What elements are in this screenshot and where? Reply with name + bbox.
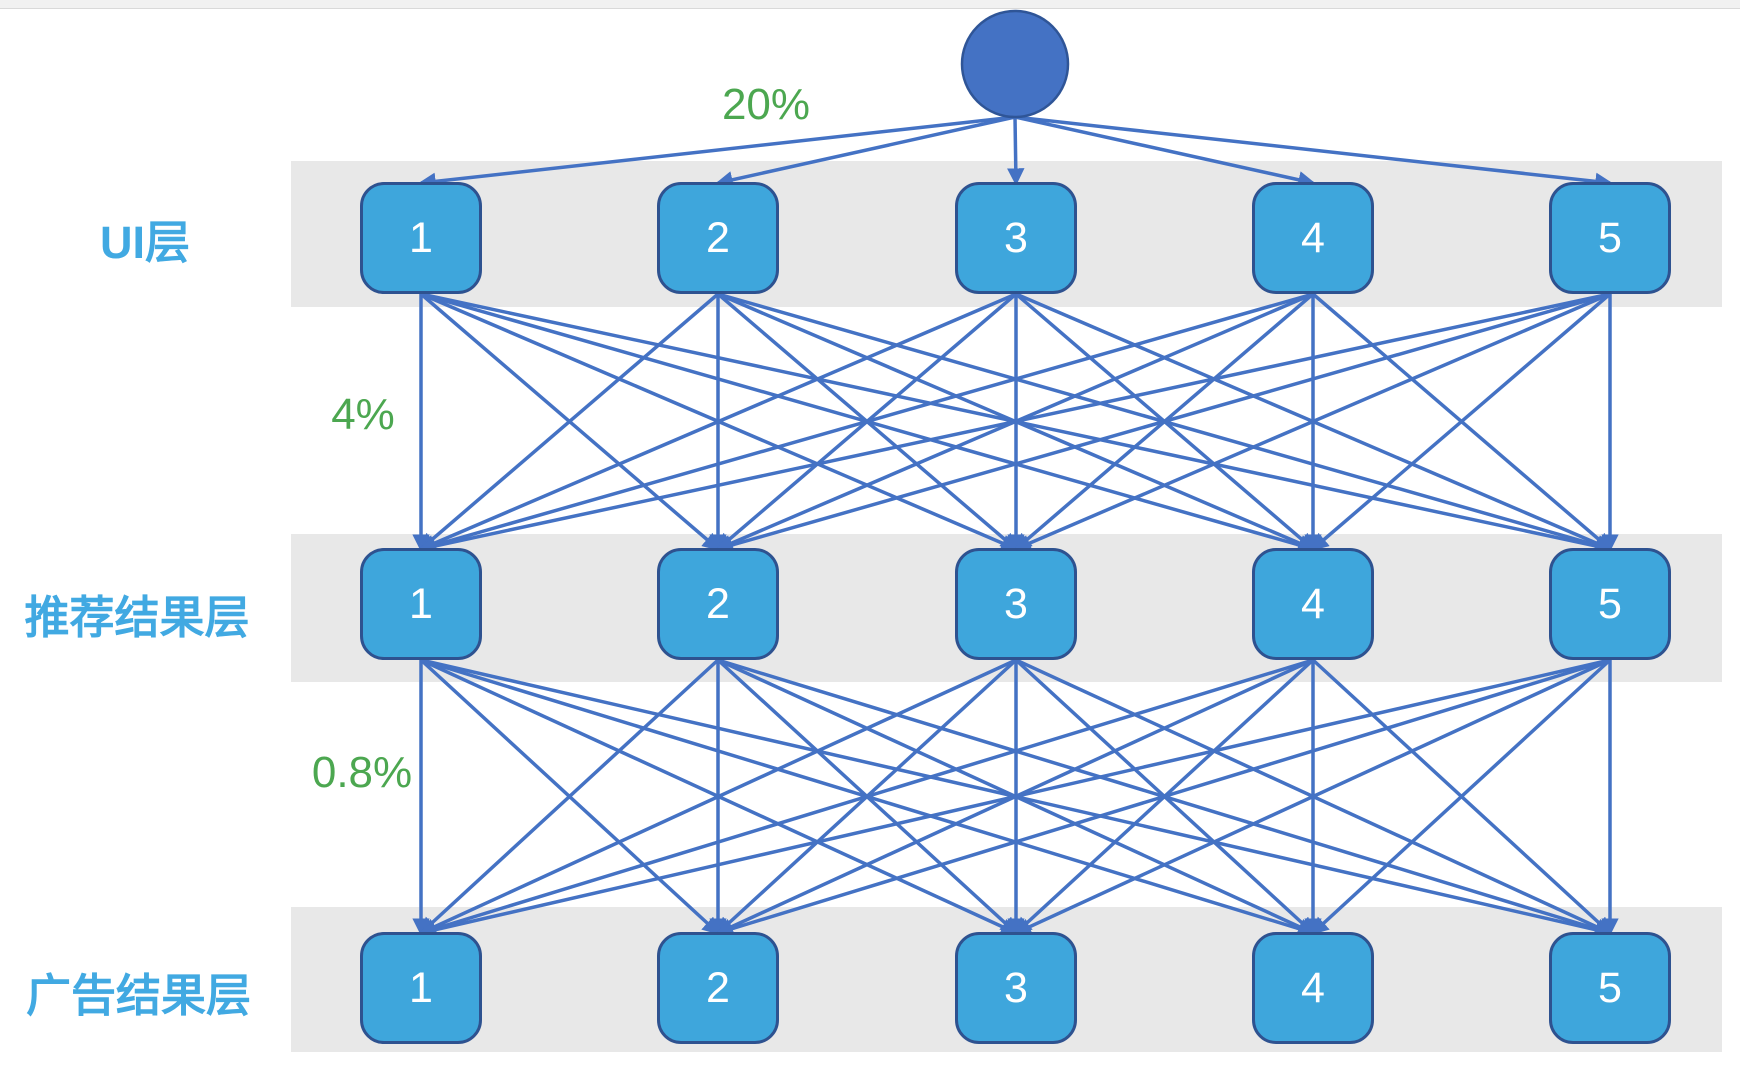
edge-line xyxy=(716,292,1019,551)
edge-line xyxy=(1310,658,1612,935)
edge-line xyxy=(1013,292,1315,551)
layer-label-ui: UI层 xyxy=(99,217,190,268)
edge-line xyxy=(715,658,1018,935)
edge-line xyxy=(1013,658,1611,935)
edge-line xyxy=(715,658,1611,938)
node-ui-3: 3 xyxy=(955,182,1077,294)
layer-label-ad: 广告结果层 xyxy=(26,970,252,1021)
edge-line xyxy=(1310,292,1612,551)
edge-line xyxy=(420,658,1316,938)
edge-line xyxy=(715,658,1314,935)
edge-line xyxy=(419,292,721,551)
node-ui-2: 2 xyxy=(657,182,779,294)
edge-line xyxy=(1013,292,1611,552)
edge-line xyxy=(418,658,720,935)
edge-line xyxy=(420,658,1019,935)
edge-line xyxy=(420,292,1316,554)
node-ad-4: 4 xyxy=(1252,932,1374,1044)
edge-line xyxy=(418,292,720,551)
edge-line xyxy=(1013,658,1315,935)
node-recommend-5: 5 xyxy=(1549,548,1671,660)
edge-line xyxy=(418,658,1017,935)
node-ui-1: 1 xyxy=(360,182,482,294)
edge-line xyxy=(717,292,1316,552)
edge-line xyxy=(420,292,1613,555)
edge-line xyxy=(418,292,1017,552)
edge-line xyxy=(715,292,1314,552)
edge-line xyxy=(418,292,1314,554)
node-recommend-4: 4 xyxy=(1252,548,1374,660)
node-ui-4: 4 xyxy=(1252,182,1374,294)
window-top-strip xyxy=(0,0,1740,9)
edge-line xyxy=(717,658,1316,935)
root-source-node xyxy=(960,9,1070,119)
edge-line xyxy=(716,658,1019,935)
edge-line xyxy=(418,658,1611,939)
rate-label-recommend-to-ad: 0.8% xyxy=(311,748,413,797)
edge-line xyxy=(420,658,1613,939)
node-recommend-2: 2 xyxy=(657,548,779,660)
node-ad-3: 3 xyxy=(955,932,1077,1044)
edge-line xyxy=(1015,292,1613,552)
rate-label-ui-to-recommend: 4% xyxy=(331,390,395,439)
layer-label-recommend: 推荐结果层 xyxy=(24,592,250,643)
edge-line xyxy=(1014,658,1316,935)
edge-line xyxy=(715,292,1611,554)
edge-line xyxy=(715,292,1018,551)
edge-line xyxy=(420,292,1019,552)
edge-line xyxy=(1014,292,1316,551)
edge-line xyxy=(1015,658,1613,935)
rate-label-source-to-ui: 20% xyxy=(721,80,811,129)
node-ad-5: 5 xyxy=(1549,932,1671,1044)
node-ui-5: 5 xyxy=(1549,182,1671,294)
node-recommend-1: 1 xyxy=(360,548,482,660)
edge-line xyxy=(717,658,1613,938)
node-ad-1: 1 xyxy=(360,932,482,1044)
edge-line xyxy=(1311,658,1613,935)
node-ad-2: 2 xyxy=(657,932,779,1044)
edge-line xyxy=(418,292,1611,555)
edge-line xyxy=(418,658,1314,938)
edge-line xyxy=(717,292,1613,554)
edge-line xyxy=(1311,292,1613,551)
node-recommend-3: 3 xyxy=(955,548,1077,660)
edge-line xyxy=(419,658,721,935)
